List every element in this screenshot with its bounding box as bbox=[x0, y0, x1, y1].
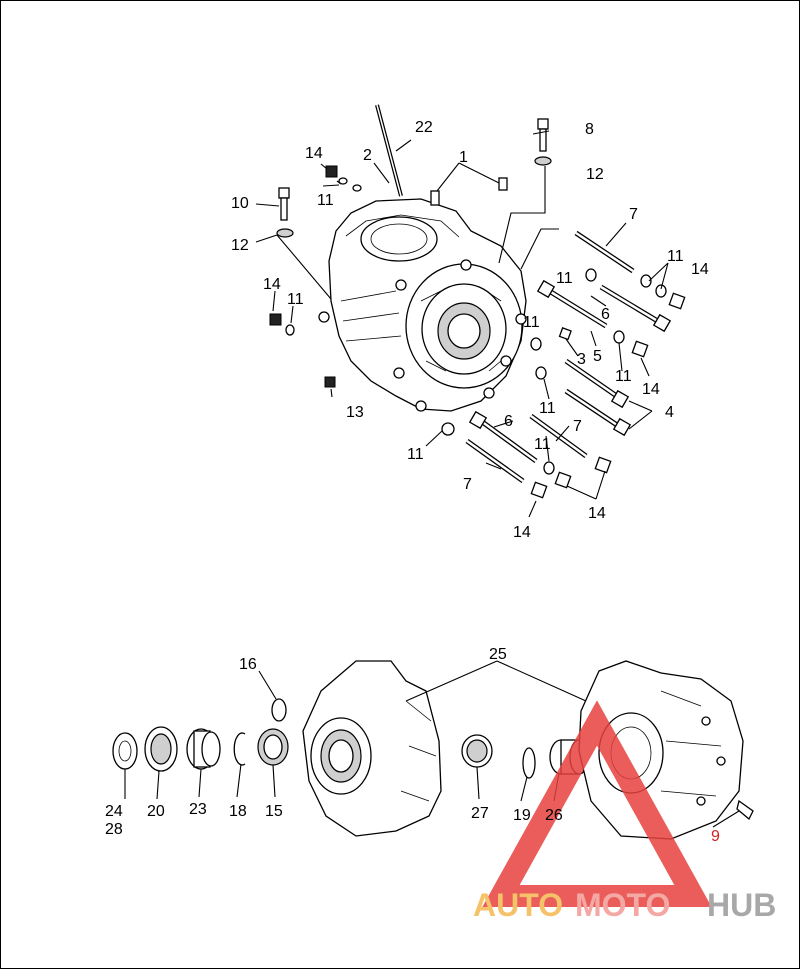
label-14b: 14 bbox=[691, 261, 709, 278]
label-11i: 11 bbox=[407, 446, 424, 463]
label-14f: 14 bbox=[588, 505, 606, 522]
label-14d: 14 bbox=[642, 381, 660, 398]
label-28: 28 bbox=[105, 821, 123, 838]
label-27: 27 bbox=[471, 805, 489, 822]
label-9: 9 bbox=[711, 828, 720, 845]
automotohub-watermark: AUTO MOTO HUB bbox=[473, 700, 776, 923]
crankcase-housing bbox=[318, 198, 527, 412]
label-4: 4 bbox=[665, 404, 674, 421]
label-12b: 12 bbox=[231, 237, 249, 254]
logo-text-auto: AUTO bbox=[473, 887, 563, 923]
label-11c: 11 bbox=[556, 270, 573, 287]
label-15: 15 bbox=[265, 803, 283, 820]
logo-text-hub: HUB bbox=[707, 887, 776, 923]
label-2: 2 bbox=[363, 147, 372, 164]
label-7a: 7 bbox=[629, 206, 638, 223]
label-11g: 11 bbox=[539, 400, 556, 417]
label-3: 3 bbox=[577, 351, 586, 368]
label-7b: 7 bbox=[573, 418, 582, 435]
label-6b: 6 bbox=[504, 413, 513, 430]
label-26: 26 bbox=[545, 807, 563, 824]
label-1: 1 bbox=[459, 149, 468, 166]
stud-part-22 bbox=[375, 104, 403, 197]
dowel-pins-part-1 bbox=[430, 177, 508, 206]
label-11a: 11 bbox=[317, 192, 334, 209]
case-cover-left bbox=[302, 660, 442, 837]
label-20: 20 bbox=[147, 803, 165, 820]
label-19: 19 bbox=[513, 807, 531, 824]
bolt-part-8 bbox=[534, 118, 552, 166]
label-14a: 14 bbox=[305, 145, 323, 162]
label-7c: 7 bbox=[463, 476, 472, 493]
part-number-labels: 22 2 1 14 11 8 12 10 12 7 11 14 11 14 11… bbox=[105, 119, 720, 845]
label-18: 18 bbox=[229, 803, 247, 820]
label-5: 5 bbox=[593, 348, 602, 365]
label-22: 22 bbox=[415, 119, 433, 136]
label-6a: 6 bbox=[601, 306, 610, 323]
label-11b: 11 bbox=[667, 248, 684, 265]
leader-lines-top bbox=[255, 130, 669, 518]
label-16: 16 bbox=[239, 656, 257, 673]
bolt-part-10 bbox=[276, 187, 294, 238]
label-23: 23 bbox=[189, 801, 207, 818]
label-11e: 11 bbox=[523, 314, 540, 331]
logo-text-moto: MOTO bbox=[575, 887, 670, 923]
label-12a: 12 bbox=[586, 166, 604, 183]
label-14c: 14 bbox=[263, 276, 281, 293]
crankcase-bolts bbox=[465, 230, 672, 484]
label-24: 24 bbox=[105, 803, 123, 820]
label-13: 13 bbox=[346, 404, 364, 421]
label-11f: 11 bbox=[615, 368, 632, 385]
label-25: 25 bbox=[489, 646, 507, 663]
label-8: 8 bbox=[585, 121, 594, 138]
label-10: 10 bbox=[231, 195, 249, 212]
label-11h: 11 bbox=[534, 436, 551, 453]
label-14e: 14 bbox=[513, 524, 531, 541]
label-11d: 11 bbox=[287, 291, 304, 308]
